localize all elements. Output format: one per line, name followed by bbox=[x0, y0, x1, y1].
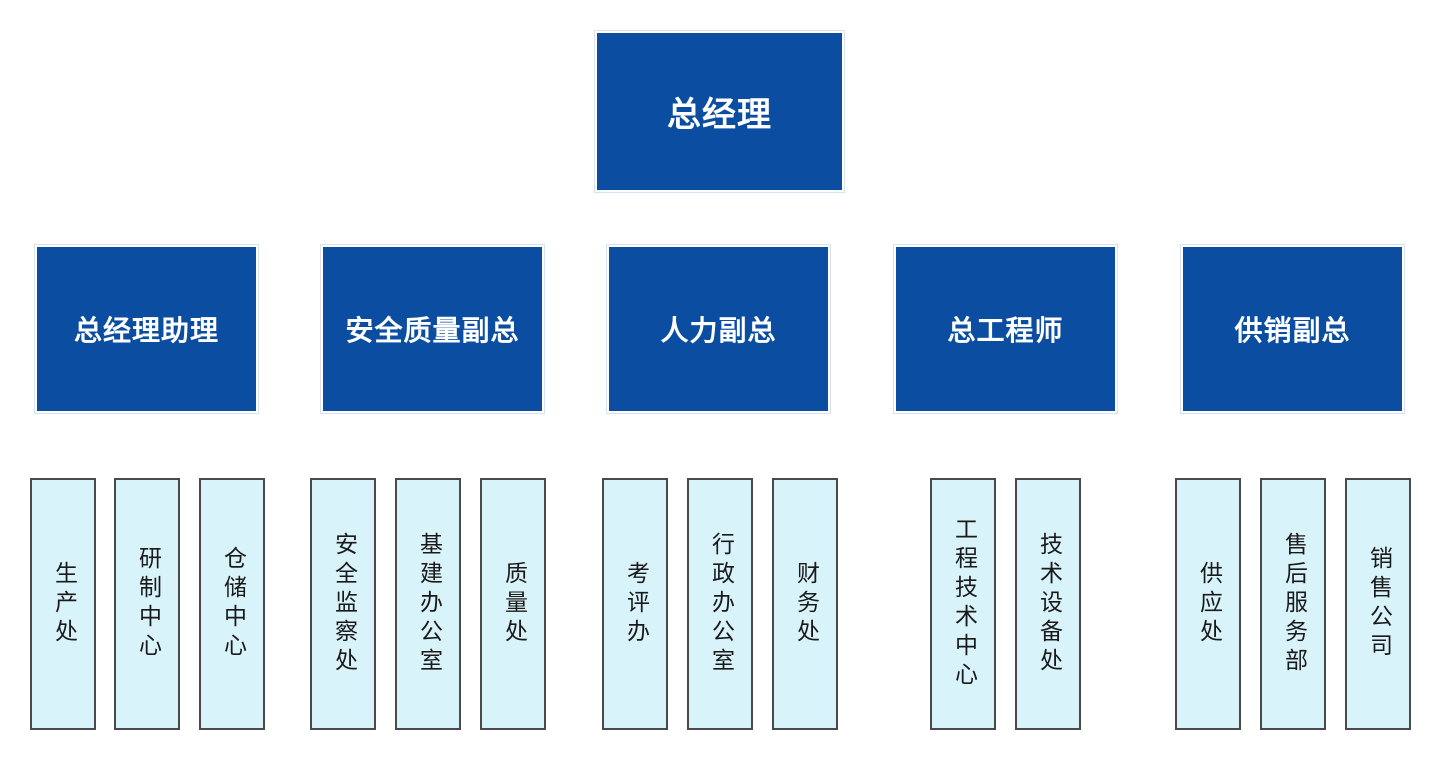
vp-node-hr: 人力副总 bbox=[606, 244, 831, 414]
dept-node: 安全监察处 bbox=[310, 478, 376, 730]
dept-label: 研制中心 bbox=[134, 546, 161, 662]
dept-node: 仓储中心 bbox=[199, 478, 265, 730]
dept-node: 行政办公室 bbox=[687, 478, 753, 730]
dept-label: 技术设备处 bbox=[1035, 531, 1062, 677]
vp-node-safety-quality: 安全质量副总 bbox=[320, 244, 545, 414]
vp-node-label: 总工程师 bbox=[947, 314, 1064, 347]
vp-node-supply-sales: 供销副总 bbox=[1180, 244, 1405, 414]
vp-node-label: 人力副总 bbox=[660, 314, 777, 347]
dept-node: 工程技术中心 bbox=[930, 478, 996, 730]
dept-label: 质量处 bbox=[500, 560, 527, 648]
dept-node: 技术设备处 bbox=[1015, 478, 1081, 730]
root-node-general-manager: 总经理 bbox=[594, 30, 845, 193]
dept-node: 供应处 bbox=[1175, 478, 1241, 730]
vp-node-label: 安全质量副总 bbox=[345, 314, 520, 347]
dept-label: 安全监察处 bbox=[330, 531, 357, 677]
vp-node-assistant-gm: 总经理助理 bbox=[34, 244, 259, 414]
dept-label: 基建办公室 bbox=[415, 531, 442, 677]
dept-node: 财务处 bbox=[772, 478, 838, 730]
dept-label: 行政办公室 bbox=[707, 531, 734, 677]
vp-node-label: 总经理助理 bbox=[73, 314, 219, 347]
root-node-label: 总经理 bbox=[667, 95, 772, 135]
dept-label: 供应处 bbox=[1195, 560, 1222, 648]
dept-label: 销售公司 bbox=[1365, 546, 1392, 662]
dept-node: 销售公司 bbox=[1345, 478, 1411, 730]
vp-node-chief-engineer: 总工程师 bbox=[893, 244, 1118, 414]
dept-label: 财务处 bbox=[792, 560, 819, 648]
dept-node: 质量处 bbox=[480, 478, 546, 730]
dept-node: 考评办 bbox=[602, 478, 668, 730]
vp-node-label: 供销副总 bbox=[1234, 314, 1351, 347]
dept-label: 生产处 bbox=[50, 560, 77, 648]
dept-label: 售后服务部 bbox=[1280, 531, 1307, 677]
dept-node: 研制中心 bbox=[114, 478, 180, 730]
dept-node: 基建办公室 bbox=[395, 478, 461, 730]
dept-label: 考评办 bbox=[622, 560, 649, 648]
dept-node: 生产处 bbox=[30, 478, 96, 730]
dept-label: 工程技术中心 bbox=[950, 517, 977, 691]
dept-label: 仓储中心 bbox=[219, 546, 246, 662]
dept-node: 售后服务部 bbox=[1260, 478, 1326, 730]
